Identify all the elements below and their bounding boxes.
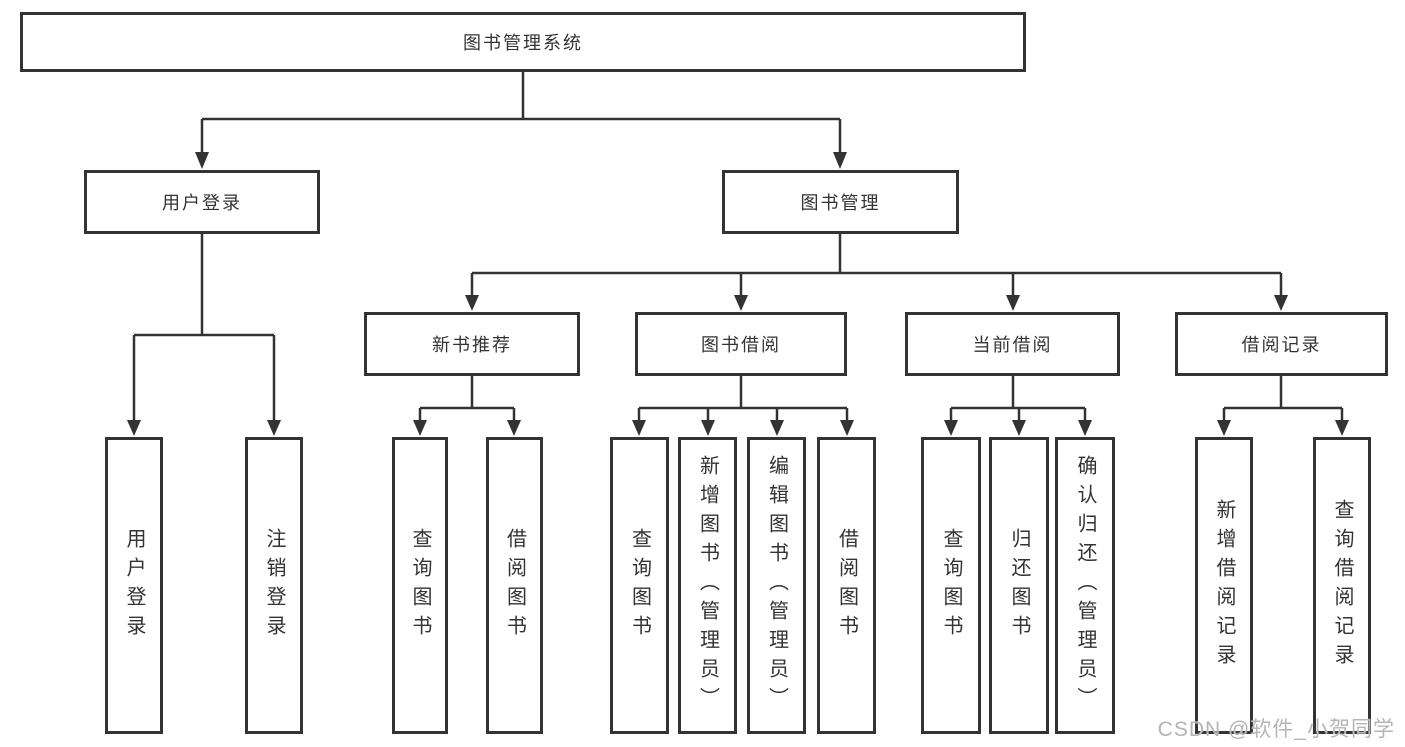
arrow-br-query (1335, 420, 1349, 436)
arrow-to-book-borrow (734, 295, 748, 311)
leaf-br-query-record-label: 查询借阅记录 (1331, 498, 1353, 673)
arrow-to-user-login (195, 152, 209, 169)
arrow-cb-confirm (1078, 420, 1092, 436)
arrow-nb-query (413, 420, 427, 436)
node-current-borrow-label: 当前借阅 (972, 335, 1053, 355)
node-current-borrow: 当前借阅 (905, 312, 1120, 376)
leaf-br-add-record: 新增借阅记录 (1195, 437, 1253, 734)
arrowheads (127, 152, 1349, 436)
arrow-bb-add (701, 420, 715, 436)
arrow-bb-query (632, 420, 646, 436)
node-new-book-recommend-label: 新书推荐 (432, 335, 512, 355)
leaf-bb-add-books-admin-label: 新增图书（管理员） (696, 455, 719, 716)
arrow-to-current-borrow (1006, 295, 1020, 311)
leaf-cb-return-books-label: 归还图书 (1008, 527, 1030, 644)
arrow-br-add (1217, 420, 1231, 436)
node-user-login-label: 用户登录 (162, 193, 242, 213)
leaf-cb-confirm-return-admin: 确认归还（管理员） (1055, 437, 1115, 734)
leaf-logout: 注销登录 (245, 437, 303, 734)
node-book-management: 图书管理 (722, 170, 959, 234)
arrow-to-borrow-records (1274, 295, 1288, 311)
leaf-nb-borrow-books-label: 借阅图书 (503, 527, 526, 644)
arrow-bb-edit (770, 420, 784, 436)
leaf-br-add-record-label: 新增借阅记录 (1213, 498, 1235, 673)
leaf-cb-query-books-label: 查询图书 (940, 527, 962, 644)
node-borrow-records: 借阅记录 (1175, 312, 1388, 376)
node-book-borrow-label: 图书借阅 (701, 335, 781, 355)
leaf-nb-query-books-label: 查询图书 (409, 527, 431, 644)
leaf-cb-confirm-return-admin-label: 确认归还（管理员） (1074, 455, 1096, 716)
arrow-to-new-book-recommend (465, 295, 479, 311)
arrow-to-leaf-logout (267, 420, 281, 436)
leaf-bb-edit-books-admin-label: 编辑图书（管理员） (765, 455, 788, 716)
leaf-nb-borrow-books: 借阅图书 (486, 437, 543, 734)
edge-new-book-recommend-split (418, 376, 516, 421)
edge-root-split (200, 72, 842, 153)
leaf-cb-query-books: 查询图书 (921, 437, 981, 734)
leaf-br-query-record: 查询借阅记录 (1313, 437, 1371, 734)
arrow-bb-borrow (840, 420, 854, 436)
node-root-label: 图书管理系统 (463, 33, 583, 53)
arrow-to-book-management (833, 152, 847, 169)
edge-current-borrow-split (949, 376, 1087, 421)
csdn-watermark: CSDN @软件_小贺同学 (1157, 718, 1395, 741)
arrow-nb-borrow (507, 420, 521, 436)
leaf-nb-query-books: 查询图书 (392, 437, 448, 734)
leaf-bb-borrow-books: 借阅图书 (817, 437, 876, 734)
edge-book-management-split (470, 234, 1283, 296)
leaf-user-login: 用户登录 (105, 437, 163, 734)
edge-borrow-records-split (1222, 376, 1344, 421)
node-new-book-recommend: 新书推荐 (364, 312, 580, 376)
leaf-bb-add-books-admin: 新增图书（管理员） (678, 437, 737, 734)
edge-book-borrow-split (637, 376, 849, 421)
node-borrow-records-label: 借阅记录 (1241, 335, 1322, 355)
arrow-cb-query (944, 420, 958, 436)
node-book-management-label: 图书管理 (800, 193, 881, 213)
leaf-bb-borrow-books-label: 借阅图书 (835, 527, 858, 644)
node-root: 图书管理系统 (20, 12, 1026, 72)
leaf-bb-query-books-label: 查询图书 (628, 527, 651, 644)
leaf-user-login-label: 用户登录 (123, 527, 145, 644)
node-user-login: 用户登录 (84, 170, 320, 234)
arrow-to-leaf-user-login (127, 420, 141, 436)
leaf-cb-return-books: 归还图书 (989, 437, 1049, 734)
edge-user-login-split (132, 234, 276, 421)
leaf-logout-label: 注销登录 (263, 527, 285, 644)
leaf-bb-query-books: 查询图书 (610, 437, 669, 734)
leaf-bb-edit-books-admin: 编辑图书（管理员） (747, 437, 806, 734)
node-book-borrow: 图书借阅 (635, 312, 847, 376)
arrow-cb-return (1012, 420, 1026, 436)
